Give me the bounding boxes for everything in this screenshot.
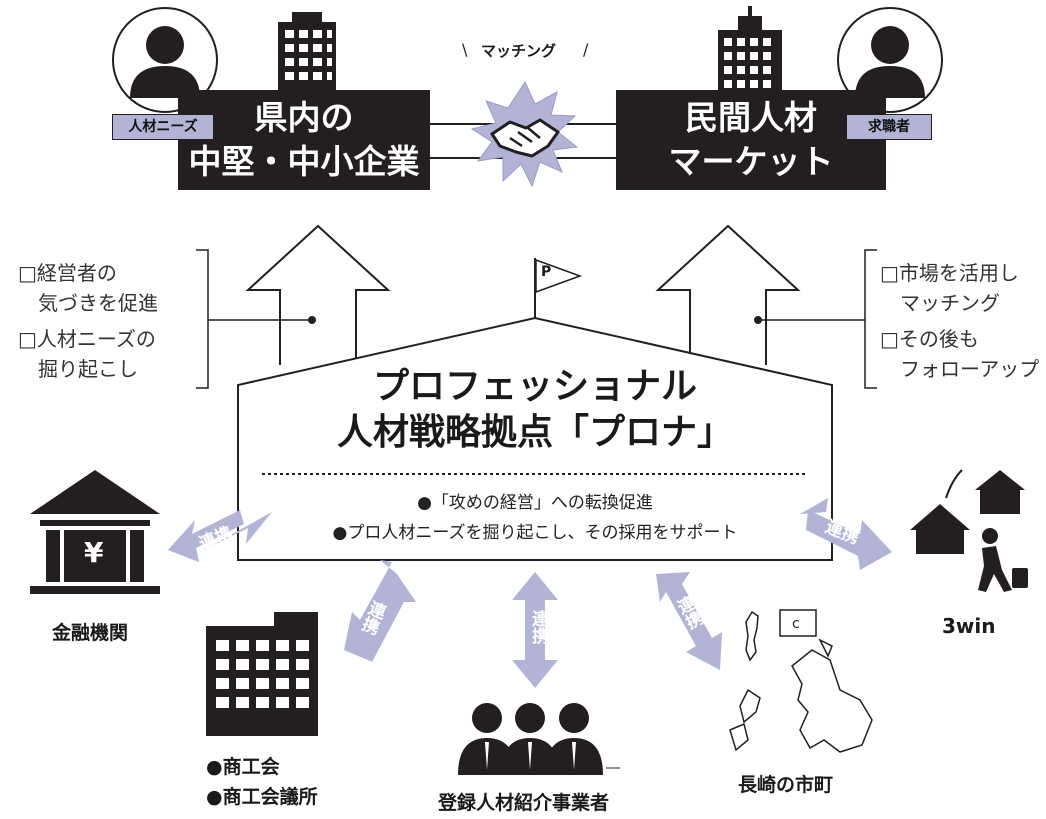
bank-icon xyxy=(30,470,160,594)
left-note-2: 気づきを促進 xyxy=(18,291,158,315)
right-note-3: □その後も xyxy=(880,327,979,351)
right-note-1: □市場を活用し xyxy=(880,261,1019,285)
tower-building-icon xyxy=(718,6,782,92)
market-line2: マーケット xyxy=(668,142,834,181)
traveler-icon xyxy=(978,528,1028,592)
chamber-line2: ●商工会議所 xyxy=(206,786,318,808)
prona-title-line1: プロフェッショナル xyxy=(372,366,697,407)
handshake-starburst-icon xyxy=(470,80,579,188)
chamber-line1: ●商工会 xyxy=(206,756,280,778)
arrow-bottom-left-link xyxy=(344,560,416,666)
houses-icon xyxy=(910,469,1025,554)
up-arrow-right xyxy=(655,224,801,365)
arrow-bottom-right-link xyxy=(656,572,722,670)
right-notes: □市場を活用し マッチング □その後も フォローアップ xyxy=(880,258,1039,384)
chamber-building-icon xyxy=(206,612,318,736)
arrow-bottom-center-link xyxy=(512,572,558,688)
svg-text:c: c xyxy=(792,616,800,632)
sme-box: 県内の 中堅・中小企業 xyxy=(178,90,430,190)
svg-text:/: / xyxy=(583,40,589,59)
left-note-1: □経営者の xyxy=(18,261,117,285)
yen-symbol: ¥ xyxy=(84,536,104,569)
prona-title: プロフェッショナル 人材戦略拠点「プロナ」 xyxy=(238,364,832,456)
chamber-labels: ●商工会 ●商工会議所 xyxy=(206,752,318,812)
threewin-label: 3win xyxy=(942,614,996,638)
prona-title-line2: 人材戦略拠点「プロナ」 xyxy=(336,412,733,453)
person-icon-right xyxy=(837,7,943,113)
prona-house-shape xyxy=(237,316,833,561)
left-note-3: □人材ニーズの xyxy=(18,327,156,351)
flag-icon xyxy=(534,258,583,318)
prona-bullets: ●「攻めの経営」への転換促進 ●プロ人材ニーズを掘り起こし、その採用をサポート xyxy=(238,488,832,548)
flag-letter: P xyxy=(541,264,552,280)
bank-label: 金融機関 xyxy=(52,622,129,644)
talent-needs-tag: 人材ニーズ xyxy=(112,114,214,140)
people-group-icon xyxy=(458,703,603,775)
arrow-right-link xyxy=(800,498,892,570)
nagasaki-map-icon: c xyxy=(729,609,873,753)
right-note-2: マッチング xyxy=(880,291,1000,315)
left-notes: □経営者の 気づきを促進 □人材ニーズの 掘り起こし xyxy=(18,258,158,384)
agencies-label: 登録人材紹介事業者 xyxy=(438,792,610,814)
prona-bullet-1: ●「攻めの経営」への転換促進 xyxy=(417,493,653,513)
office-building-icon xyxy=(278,12,336,90)
sme-line1: 県内の xyxy=(254,98,354,137)
job-seeker-tag: 求職者 xyxy=(846,114,932,140)
municipal-label: 長崎の市町 xyxy=(738,774,834,796)
arrow-bottom-center-text: 連携 xyxy=(528,610,548,644)
market-line1: 民間人材 xyxy=(685,98,817,137)
sme-line2: 中堅・中小企業 xyxy=(188,142,420,181)
up-arrow-left xyxy=(245,224,391,365)
private-market-box: 民間人材 マーケット xyxy=(616,90,886,190)
left-note-4: 掘り起こし xyxy=(18,357,138,381)
svg-text:\: \ xyxy=(462,40,468,59)
prona-bullet-2: ●プロ人材ニーズを掘り起こし、その採用をサポート xyxy=(332,523,738,543)
right-note-4: フォローアップ xyxy=(880,357,1040,381)
matching-label: マッチング xyxy=(481,42,557,60)
arrow-left-link xyxy=(168,510,272,562)
